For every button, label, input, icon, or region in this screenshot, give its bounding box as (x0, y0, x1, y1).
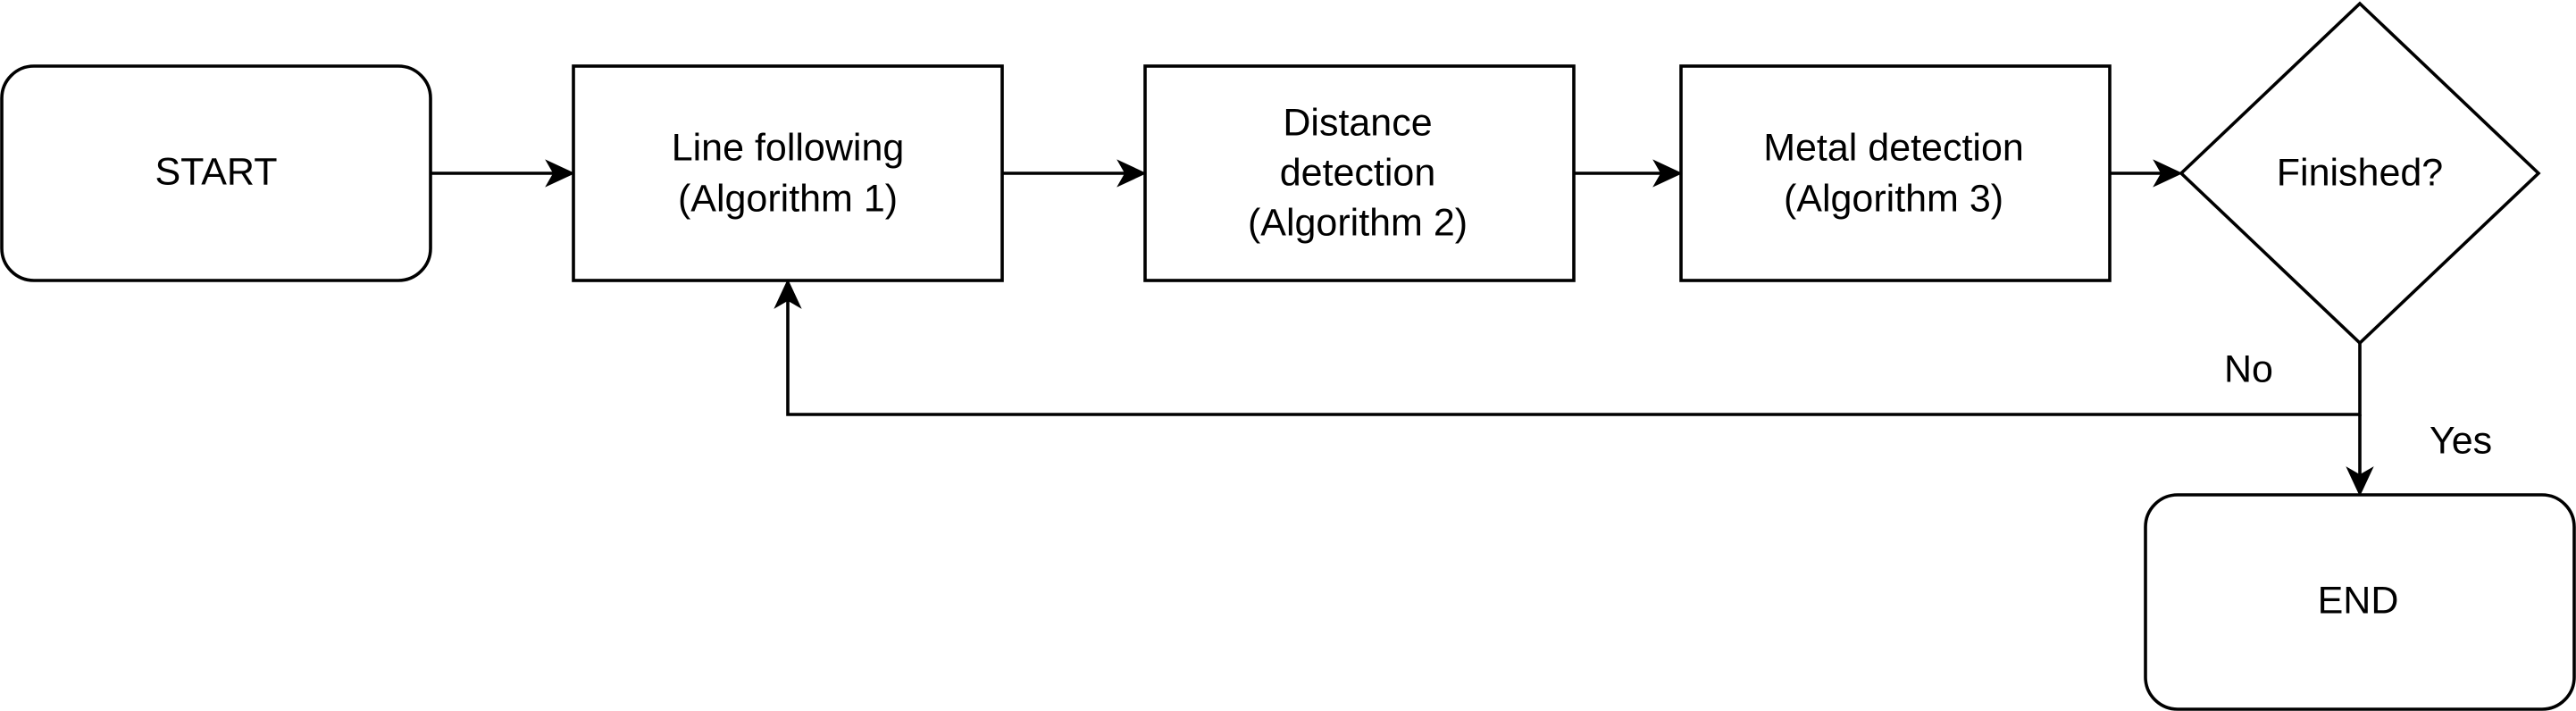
start-node: START (0, 64, 432, 282)
edge-start-to-line-following (431, 159, 575, 188)
line-following-node: Line following (Algorithm 1) (572, 64, 1004, 282)
edge-distance-to-metal (1574, 159, 1683, 188)
distance-detection-node-label-line2: detection (1280, 151, 1436, 194)
line-following-node-shape (572, 64, 1004, 282)
finished-decision-node-label: Finished? (2277, 151, 2443, 194)
start-node-label: START (155, 150, 278, 193)
finished-decision-node: Finished? (2179, 1, 2541, 346)
distance-detection-node: Distance detection (Algorithm 2) (1143, 64, 1576, 282)
edge-distance-to-metal-arrowhead (1652, 159, 1683, 188)
end-node: END (2144, 493, 2576, 711)
metal-detection-node: Metal detection (Algorithm 3) (1679, 64, 2112, 282)
metal-detection-node-label-line1: Metal detection (1763, 126, 2024, 169)
line-following-node-label-line2: (Algorithm 1) (678, 177, 898, 220)
edge-line-following-to-distance (1002, 159, 1147, 188)
edge-label-no: No (2224, 347, 2273, 390)
distance-detection-node-label-line1: Distance (1283, 101, 1432, 144)
edge-finished-no-to-line-following (774, 279, 2362, 416)
edge-label-yes: Yes (2430, 419, 2492, 462)
edge-finished-yes-to-end (2346, 414, 2374, 497)
edge-finished-no-line (786, 297, 2362, 416)
distance-detection-node-label-line3: (Algorithm 2) (1248, 201, 1468, 244)
edge-finished-no-arrowhead (774, 279, 802, 309)
edge-start-to-line-following-arrowhead (545, 159, 575, 188)
line-following-node-label-line1: Line following (672, 126, 905, 169)
edge-line-following-to-distance-arrowhead (1117, 159, 1147, 188)
metal-detection-node-label-line2: (Algorithm 3) (1784, 177, 2003, 220)
end-node-label: END (2318, 579, 2399, 622)
edge-finished-yes-arrowhead (2346, 466, 2374, 497)
metal-detection-node-shape (1679, 64, 2112, 282)
edge-metal-to-finished (2110, 159, 2183, 188)
edge-metal-to-finished-arrowhead (2153, 159, 2183, 188)
distance-detection-node-shape (1143, 64, 1576, 282)
